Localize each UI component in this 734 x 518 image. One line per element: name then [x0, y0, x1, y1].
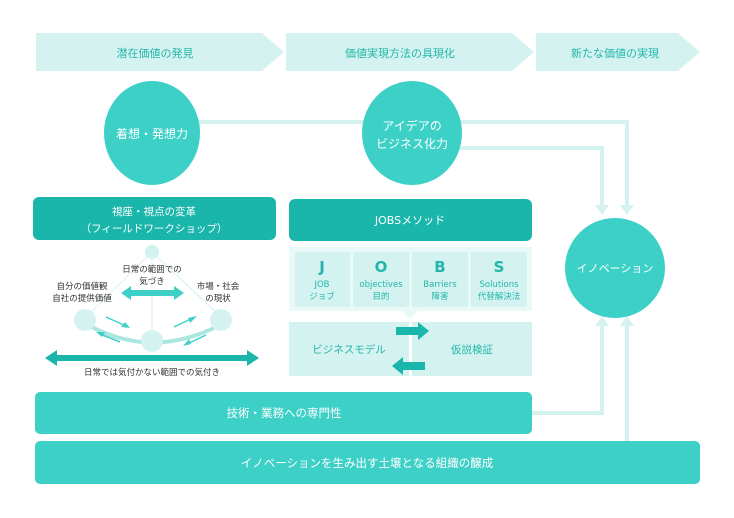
business-label-1: アイデアの [382, 118, 441, 133]
arrowhead-icon [595, 205, 609, 215]
svg-text:objectives: objectives [359, 280, 403, 290]
top-label-1: 日常の範囲での [122, 264, 182, 275]
innovation-circle: イノベーション [565, 218, 665, 318]
top-label-2: 気づき [139, 276, 165, 287]
jobs-item-b: B Barriers 障害 [412, 252, 468, 307]
culture-bar: イノベーションを生み出す土壌となる組織の醸成 [35, 441, 700, 484]
jobs-title: JOBSメソッド [374, 214, 445, 227]
arrow-left-icon [392, 357, 425, 375]
phase-label-2: 価値実現方法の具現化 [345, 46, 455, 60]
phase-label-1: 潜在価値の発見 [117, 46, 194, 60]
left-label-2: 自社の提供価値 [52, 293, 112, 304]
svg-text:ジョブ: ジョブ [309, 291, 335, 302]
svg-text:代替解決法: 代替解決法 [478, 291, 521, 302]
node-right [210, 309, 232, 331]
connector-arrowheads [595, 205, 634, 326]
jobs-item-o: O objectives 目的 [353, 252, 409, 307]
hypothesis-label: 仮説検証 [451, 343, 493, 356]
phase-label-3: 新たな価値の実現 [571, 46, 659, 60]
arrow-right-icon [396, 322, 429, 340]
right-label-1: 市場・社会 [197, 281, 240, 292]
fieldwork-section: 視座・視点の変革 （フィールドワークショップ） 日常の範囲での 気づき 自分の価… [33, 197, 276, 378]
svg-text:Barriers: Barriers [423, 280, 457, 290]
svg-text:J: J [318, 258, 325, 276]
svg-text:B: B [434, 258, 445, 276]
fieldwork-title-2: （フィールドワークショップ） [81, 223, 228, 235]
business-model-panel [289, 322, 409, 376]
phase-banner: 潜在価値の発見 価値実現方法の具現化 新たな価値の実現 [36, 33, 700, 71]
svg-text:Solutions: Solutions [479, 280, 519, 290]
svg-text:障害: 障害 [431, 291, 448, 302]
connectors [195, 120, 629, 442]
connector-ideation [195, 120, 629, 206]
phase-arrow-3 [536, 33, 700, 71]
phase-arrow-2 [286, 33, 534, 71]
connector-business [458, 146, 604, 206]
right-label-2: の現状 [205, 293, 231, 304]
innovation-label: イノベーション [577, 262, 654, 275]
jobs-header [289, 199, 532, 241]
svg-text:S: S [494, 258, 505, 276]
arrowhead-icon [620, 205, 634, 215]
node-bottom [141, 330, 163, 352]
business-model-label: ビジネスモデル [312, 343, 386, 356]
svg-text:JOB: JOB [313, 280, 329, 290]
svg-text:技術・業務への専門性: 技術・業務への専門性 [227, 406, 342, 420]
double-arrow-icon [121, 286, 184, 300]
arrowhead-icon [620, 316, 634, 326]
node-top [145, 245, 159, 259]
svg-text:イノベーションを生み出す土壌となる組織の醸成: イノベーションを生み出す土壌となる組織の醸成 [241, 456, 494, 470]
small-arrows [96, 316, 207, 346]
svg-text:目的: 目的 [372, 291, 389, 302]
fieldwork-title-1: 視座・視点の変革 [112, 205, 196, 218]
fieldwork-header [33, 197, 276, 240]
node-left [74, 309, 96, 331]
jobs-section: JOBSメソッド J JOB ジョブ O objectives 目的 B Bar… [289, 199, 532, 376]
phase-arrow-1 [36, 33, 284, 71]
wide-double-arrow-icon [45, 350, 259, 366]
left-label-1: 自分の価値観 [56, 281, 108, 292]
bottom-label: 日常では気付かない範囲での気付き [84, 367, 220, 378]
jobs-item-s: S Solutions 代替解決法 [471, 252, 527, 307]
business-circle: アイデアの ビジネス化力 [362, 81, 462, 185]
expertise-bar: 技術・業務への専門性 [35, 392, 532, 434]
svg-text:O: O [375, 258, 388, 276]
hypothesis-panel [412, 322, 532, 376]
ideation-label: 着想・発想力 [116, 126, 188, 141]
arrowhead-icon [595, 316, 609, 326]
jobs-item-j: J JOB ジョブ [295, 252, 350, 307]
business-label-2: ビジネス化力 [376, 137, 448, 151]
connector-expertise [532, 325, 604, 415]
ideation-circle: 着想・発想力 [104, 81, 200, 185]
